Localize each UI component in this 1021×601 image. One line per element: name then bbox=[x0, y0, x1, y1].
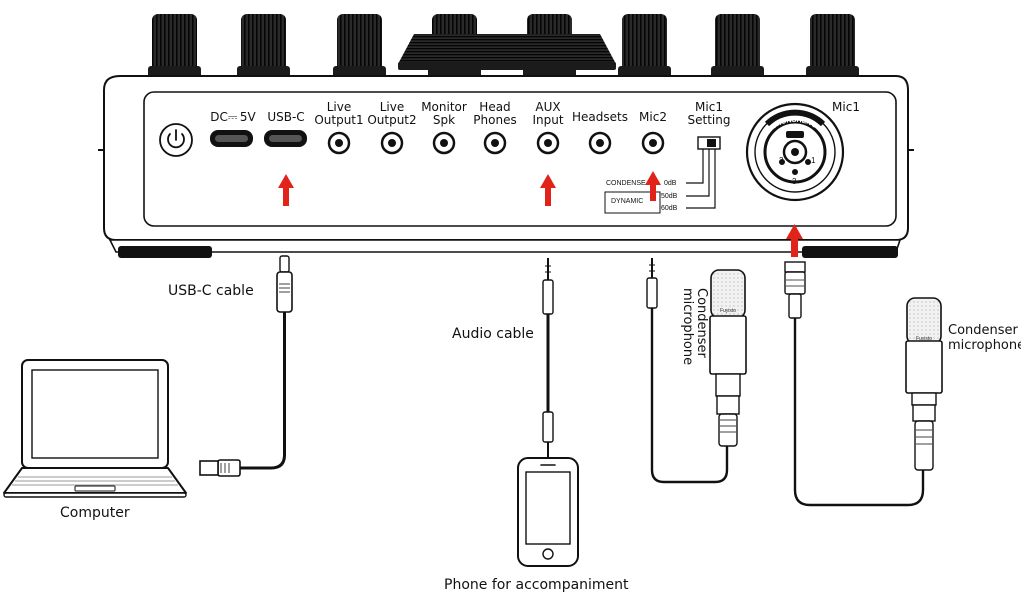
label-line1: AUX bbox=[535, 100, 561, 114]
arrow-usbc-icon bbox=[278, 174, 294, 206]
caption-audio-cable: Audio cable bbox=[452, 326, 534, 342]
label-50db: 50dB bbox=[661, 193, 678, 200]
knob-8-icon bbox=[806, 14, 859, 80]
label-0db: 0dB bbox=[664, 180, 677, 187]
label-line1: Mic1 bbox=[695, 100, 723, 114]
live-output1-jack-icon bbox=[327, 131, 351, 155]
caption-condenser-vertical: Condenser microphone bbox=[680, 288, 709, 366]
mic2-cable-icon bbox=[646, 258, 729, 484]
power-button-icon bbox=[159, 123, 193, 157]
label-dynamic: DYNAMIC bbox=[611, 198, 644, 205]
knob-3-icon bbox=[333, 14, 386, 80]
label-mic2-text: Mic2 bbox=[639, 110, 667, 124]
arrow-aux-icon bbox=[540, 174, 556, 206]
label-headsets: Headsets bbox=[570, 111, 630, 124]
usbc-port-icon bbox=[264, 130, 307, 147]
laptop-icon bbox=[3, 359, 187, 498]
label-line2: Setting bbox=[687, 113, 731, 127]
usbc-cable-icon bbox=[199, 255, 293, 477]
live-output2-jack-icon bbox=[380, 131, 404, 155]
caption-computer: Computer bbox=[60, 505, 130, 521]
monitor-spk-jack-icon bbox=[432, 131, 456, 155]
arrow-mic2-icon bbox=[645, 171, 661, 201]
mic-brand-right: Fuyisto bbox=[916, 336, 932, 342]
top-knobs bbox=[148, 14, 859, 80]
xlr-pin-1: 1 bbox=[811, 156, 816, 165]
xlr-pin-3: 3 bbox=[792, 177, 797, 186]
condenser-mic-right-icon: Fuyisto bbox=[905, 297, 943, 471]
label-line1: Monitor bbox=[421, 100, 467, 114]
label-headsets-text: Headsets bbox=[572, 110, 628, 124]
mic1-setting-switch-icon bbox=[604, 136, 721, 214]
mic2-jack-icon bbox=[641, 131, 665, 155]
label-60db: 60dB bbox=[661, 205, 678, 212]
label-line2: Output1 bbox=[314, 113, 364, 127]
label-line1: Live bbox=[326, 100, 352, 114]
main-roller-icon bbox=[398, 34, 616, 70]
label-usbc-text: USB-C bbox=[267, 110, 305, 124]
mic1-combo-jack-icon bbox=[745, 102, 845, 202]
arrow-mic1-icon bbox=[786, 224, 803, 257]
label-dc-text: DC⎓ 5V bbox=[210, 110, 256, 124]
red-arrows bbox=[278, 171, 803, 257]
knob-1-icon bbox=[148, 14, 201, 80]
label-line1: Head bbox=[479, 100, 511, 114]
label-line2: Phones bbox=[473, 113, 517, 127]
knob-2-icon bbox=[237, 14, 290, 80]
label-line2: Output2 bbox=[367, 113, 417, 127]
label-mic1-text: Mic1 bbox=[832, 100, 860, 114]
audio-cable-icon bbox=[542, 258, 554, 458]
caption-phone: Phone for accompaniment bbox=[444, 577, 629, 593]
label-mic1: Mic1 bbox=[828, 101, 864, 114]
label-line1: Live bbox=[379, 100, 405, 114]
aux-input-jack-icon bbox=[536, 131, 560, 155]
xlr-pin-2: 2 bbox=[779, 156, 784, 165]
knob-6-icon bbox=[618, 14, 671, 80]
label-condense: CONDENSE bbox=[606, 180, 646, 187]
headphones-jack-icon bbox=[483, 131, 507, 155]
label-line2: Spk bbox=[432, 113, 456, 127]
mic-brand-left: Fuyisto bbox=[720, 308, 736, 314]
knob-7-icon bbox=[711, 14, 764, 80]
label-dc: DC⎓ 5V bbox=[208, 111, 258, 124]
condenser-mic-left-icon: Fuyisto bbox=[709, 269, 747, 447]
caption-usbc-cable: USB-C cable bbox=[168, 283, 254, 299]
caption-condenser-right-line2: microphone bbox=[948, 338, 1021, 353]
phone-icon bbox=[517, 457, 579, 567]
label-usbc: USB-C bbox=[260, 111, 312, 124]
label-mic2: Mic2 bbox=[628, 111, 678, 124]
caption-condenser-right-line1: Condenser bbox=[948, 323, 1018, 338]
label-line2: Input bbox=[532, 113, 564, 127]
caption-condenser-right: Condenser microphone bbox=[948, 323, 1021, 353]
dc-port-icon bbox=[210, 130, 253, 147]
device-body bbox=[98, 75, 914, 258]
mic1-xlr-cable-icon bbox=[784, 261, 925, 507]
headsets-jack-icon bbox=[588, 131, 612, 155]
